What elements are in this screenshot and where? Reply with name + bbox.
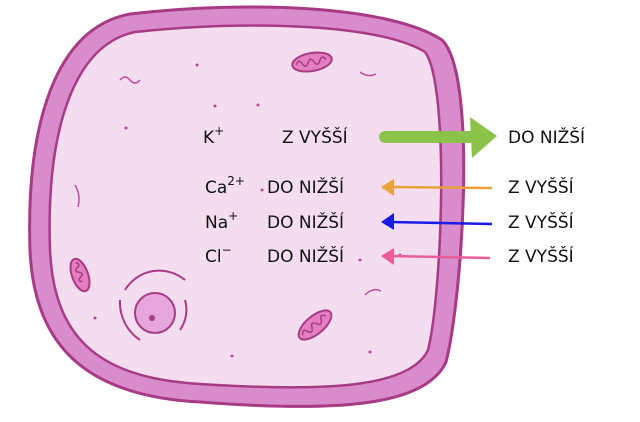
ion-cl: Cl− <box>205 243 232 267</box>
ion-na: Na+ <box>205 209 239 233</box>
na-inside-label: DO NIŽŠÍ <box>267 213 345 233</box>
arrow-blue-inward <box>381 213 493 230</box>
cl-outside-label: Z VYŠŠÍ <box>508 247 574 267</box>
mitochondrion <box>291 51 333 73</box>
na-outside-label: Z VYŠŠÍ <box>508 213 574 233</box>
ca-inside-label: DO NIŽŠÍ <box>267 178 345 198</box>
cl-inside-label: DO NIŽŠÍ <box>267 247 345 267</box>
organelle-squiggles <box>74 71 382 296</box>
nucleus <box>118 269 188 341</box>
mitochondrion <box>297 309 333 341</box>
k-outside-label: DO NIŽŠÍ <box>508 128 586 148</box>
cytoplasm <box>48 24 443 389</box>
ion-ca: Ca2+ <box>205 174 245 198</box>
arrow-pink-inward <box>381 248 491 265</box>
mitochondrion <box>69 257 91 293</box>
dots <box>93 63 402 358</box>
arrow-orange-inward <box>381 179 493 196</box>
ion-k: K+ <box>203 124 225 148</box>
arrow-green-outward <box>379 117 497 158</box>
ca-outside-label: Z VYŠŠÍ <box>508 178 574 198</box>
k-inside-label: Z VYŠŠÍ <box>282 128 348 148</box>
